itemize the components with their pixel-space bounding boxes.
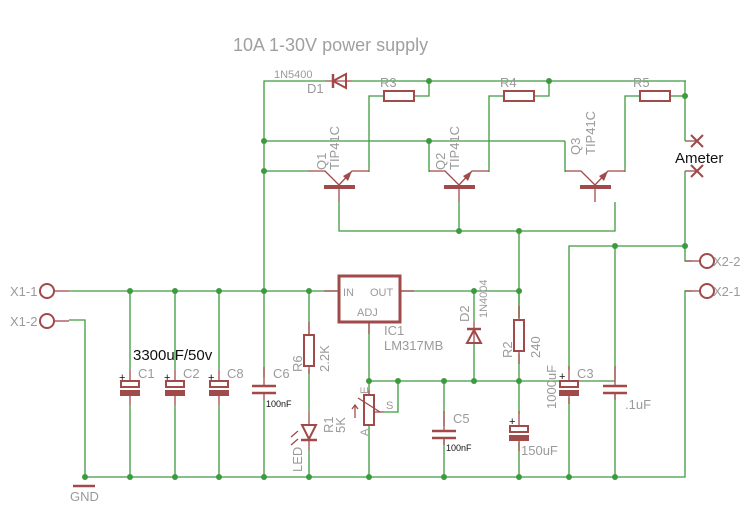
d2-value: 1N4004 [478, 279, 490, 318]
q1-name: Q1 [314, 153, 329, 170]
schematic-title: 10A 1-30V power supply [233, 35, 428, 55]
regulator-ic1[interactable]: IN OUT ADJ IC1 LM317MB [324, 274, 443, 353]
ic1-name: IC1 [384, 323, 404, 338]
svg-text:+: + [509, 416, 515, 428]
connector-x2-1[interactable]: X2-1 [685, 283, 740, 299]
connector-x2-2[interactable]: X2-2 [685, 253, 740, 269]
gnd-label: GND [70, 489, 99, 504]
c3-name: C3 [577, 366, 594, 381]
led-name: LED [290, 447, 305, 472]
capacitor-c3[interactable]: + C3 1000uF [544, 365, 594, 409]
r6-value: 2.2K [317, 345, 332, 372]
transistor-q3[interactable]: Q3 TIP41C [565, 111, 625, 202]
r3-name: R3 [380, 75, 397, 90]
ground-symbol: GND [70, 484, 99, 504]
pot-pin-s: S [386, 400, 393, 412]
resistor-r5[interactable]: R5 [633, 75, 671, 102]
svg-text:+: + [208, 372, 214, 384]
potentiometer-r1[interactable]: E A S R1 5K [321, 387, 393, 436]
x2-2-label: X2-2 [713, 254, 740, 269]
capacitor-c8[interactable]: + C8 [208, 366, 244, 405]
x1-1-label: X1-1 [10, 284, 37, 299]
q2-name: Q2 [433, 153, 448, 170]
capacitor-0-1uf[interactable]: .1uF [603, 366, 651, 412]
c3-value: 1000uF [544, 365, 559, 409]
r6-name: R6 [290, 355, 305, 372]
ameter-label: Ameter [675, 150, 723, 167]
wires [69, 80, 692, 478]
resistor-r6[interactable]: R6 2.2K [290, 322, 332, 374]
c5-name: C5 [453, 411, 470, 426]
svg-text:+: + [164, 372, 170, 384]
capacitor-150uf[interactable]: + 150uF [509, 411, 558, 458]
q1-value: TIP41C [327, 126, 342, 170]
c5-value: 100nF [446, 443, 472, 453]
junctions [82, 78, 688, 480]
r5-name: R5 [633, 75, 650, 90]
c6-name: C6 [273, 366, 290, 381]
svg-text:+: + [559, 371, 565, 383]
r1-name: R1 [321, 416, 336, 433]
r2-name: R2 [500, 341, 515, 358]
c8-name: C8 [227, 366, 244, 381]
ic1-pin-in: IN [343, 287, 354, 299]
svg-text:+: + [119, 372, 125, 384]
led[interactable]: LED [290, 412, 318, 472]
pot-pin-e: E [359, 387, 371, 394]
c6-value: 100nF [266, 399, 292, 409]
transistor-q2[interactable]: Q2 TIP41C [429, 126, 489, 202]
connector-x1-2[interactable]: X1-2 [10, 313, 69, 329]
c1-name: C1 [138, 366, 155, 381]
d2-name: D2 [457, 305, 472, 322]
resistor-r2[interactable]: R2 240 [500, 306, 543, 364]
x1-2-label: X1-2 [10, 314, 37, 329]
capacitor-c5[interactable]: C5 100nF [432, 411, 472, 453]
q3-value: TIP41C [583, 111, 598, 155]
r2-value: 240 [528, 336, 543, 358]
r1-value: 5K [333, 417, 348, 433]
ic1-pin-out: OUT [370, 287, 394, 299]
q3-name: Q3 [568, 138, 583, 155]
resistor-r4[interactable]: R4 [500, 75, 535, 102]
x2-1-label: X2-1 [713, 284, 740, 299]
ameter-terminals[interactable]: Ameter [675, 134, 723, 181]
capacitor-c2[interactable]: + C2 [164, 366, 200, 405]
transistor-q1[interactable]: Q1 TIP41C [308, 126, 369, 202]
ic1-value: LM317MB [384, 338, 443, 353]
caps-note: 3300uF/50v [133, 347, 213, 364]
pot-pin-a: A [359, 428, 371, 436]
capacitor-c1[interactable]: + C1 [119, 366, 155, 405]
c2-name: C2 [183, 366, 200, 381]
cap-0-1uf-value: .1uF [625, 397, 651, 412]
cap-150uf-value: 150uF [521, 443, 558, 458]
diode-d2[interactable]: D2 1N4004 [457, 279, 490, 344]
resistor-r3[interactable]: R3 [380, 75, 415, 102]
capacitor-c6[interactable]: C6 100nF [252, 366, 292, 409]
d1-name: D1 [307, 81, 324, 96]
r4-name: R4 [500, 75, 517, 90]
diode-d1[interactable]: 1N5400 D1 [274, 69, 352, 96]
d1-value: 1N5400 [274, 69, 313, 81]
ic1-pin-adj: ADJ [357, 307, 378, 319]
connector-x1-1[interactable]: X1-1 [10, 283, 69, 299]
q2-value: TIP41C [447, 126, 462, 170]
